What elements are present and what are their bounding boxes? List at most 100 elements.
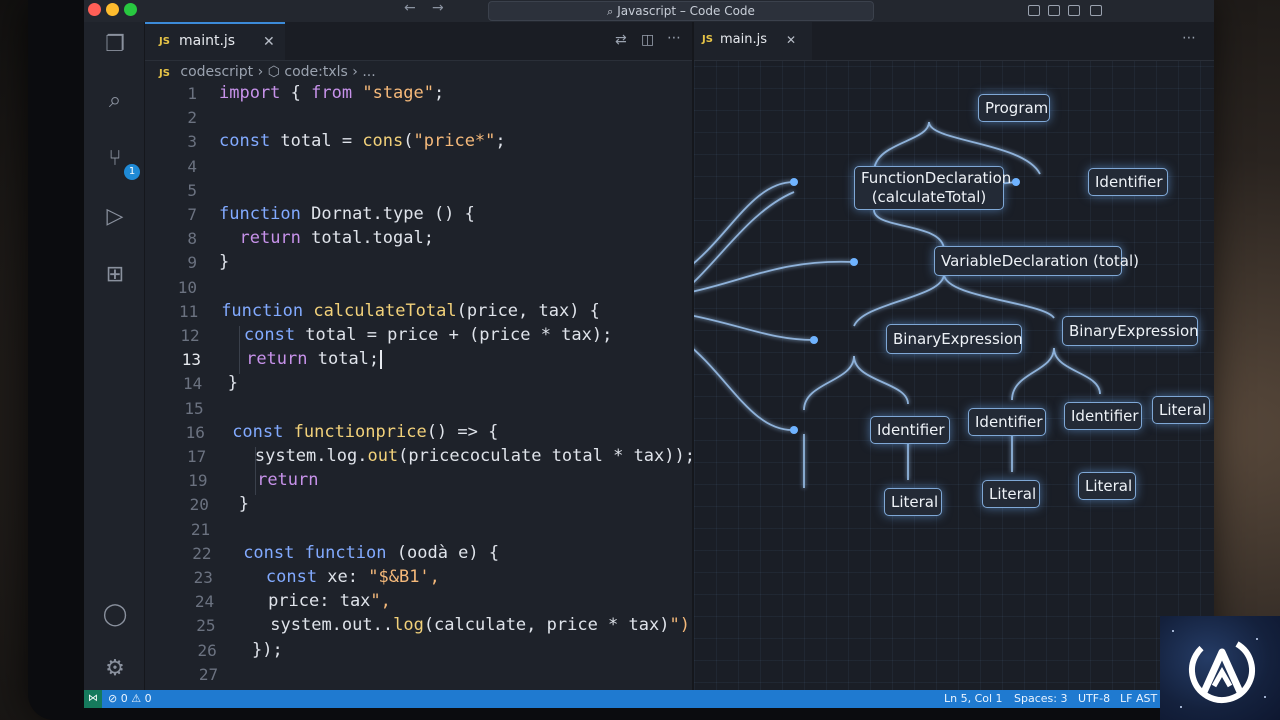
line-number: 10 (177, 277, 197, 297)
eol-language-mode[interactable]: LF AST (1120, 692, 1158, 705)
ast-node-identifier[interactable]: Identifier (870, 416, 950, 444)
code-line[interactable]: } (219, 252, 230, 273)
maximize-window-button[interactable] (124, 3, 137, 16)
more-actions-icon[interactable]: ⋯ (667, 30, 681, 46)
js-file-icon: JS (702, 34, 713, 45)
forward-arrow-icon[interactable]: → (432, 0, 444, 16)
code-line[interactable]: return (257, 470, 319, 491)
breadcrumb-item[interactable]: codescript (180, 64, 254, 80)
node-label: Literal (1159, 401, 1207, 419)
command-center[interactable]: ⌕Javascript – Code Code (488, 1, 874, 21)
node-label: BinaryExpression (893, 330, 1023, 348)
back-arrow-icon[interactable]: ← (404, 0, 416, 16)
status-bar: ⋈ ⊘ 0 ⚠ 0 Ln 5, Col 1 Spaces: 3 UTF-8 LF… (84, 690, 1214, 708)
breadcrumb-separator: › (352, 64, 358, 80)
close-tab-icon[interactable]: ✕ (786, 33, 797, 47)
line-number: 24 (194, 592, 215, 612)
ast-connector-lines (694, 121, 1101, 488)
more-actions-icon[interactable]: ⋯ (1182, 30, 1196, 46)
node-label: VariableDeclaration (total) (941, 252, 1139, 270)
code-line[interactable]: }); (252, 639, 283, 660)
ast-node-identifier[interactable]: Identifier (1088, 168, 1168, 196)
code-line[interactable]: } (238, 494, 250, 515)
tab-label: main.js (720, 32, 767, 47)
toggle-sidebar-icon[interactable] (1028, 5, 1040, 16)
minimize-window-button[interactable] (106, 3, 119, 16)
toggle-secondary-sidebar-icon[interactable] (1068, 5, 1080, 16)
code-line[interactable]: return total; (226, 349, 383, 369)
tab-maint-js[interactable]: JS maint.js ✕ (145, 22, 285, 60)
indentation-setting[interactable]: Spaces: 3 (1014, 692, 1068, 705)
code-line[interactable]: const functionprice() => { (232, 421, 499, 442)
js-file-icon: JS (159, 36, 170, 47)
editor-tab-bar: JS maint.js ✕ ⇄ ◫ ⋯ (145, 22, 693, 61)
ast-node-literal[interactable]: Literal (1152, 396, 1210, 424)
line-number: 19 (188, 471, 208, 491)
split-editor-icon[interactable]: ◫ (641, 32, 655, 48)
explorer-icon[interactable]: ❐ (105, 32, 125, 57)
code-line[interactable]: const xe: "$&B1', (265, 567, 440, 587)
close-window-button[interactable] (88, 3, 101, 16)
line-number: 12 (180, 326, 200, 345)
settings-gear-icon[interactable]: ⚙ (105, 656, 125, 681)
code-line[interactable]: return total.togal; (239, 228, 434, 249)
logo-mark-icon (1189, 637, 1255, 703)
line-number: 27 (198, 664, 219, 684)
ast-node-literal[interactable]: Literal (982, 480, 1040, 508)
line-number: 13 (181, 350, 201, 370)
code-line[interactable]: const total = cons("price*"; (219, 131, 506, 152)
code-line[interactable]: price: tax", (247, 591, 391, 612)
code-line[interactable]: function Dornat.type () { (219, 204, 475, 224)
extensions-icon[interactable]: ⊞ (105, 262, 125, 287)
ast-node-binary-expression-left[interactable]: BinaryExpression (886, 324, 1023, 354)
ast-node-identifier[interactable]: Identifier (968, 408, 1046, 436)
node-label: (calculateTotal) (871, 187, 987, 206)
source-control-icon[interactable]: ⑂ (108, 146, 122, 171)
cursor-position[interactable]: Ln 5, Col 1 (944, 692, 1003, 705)
app-window: ← → ⌕Javascript – Code Code ❐ ⌕ ⑂ 1 ▷ ⊞ … (84, 0, 1214, 708)
line-number: 2 (187, 108, 197, 128)
editor-split-divider[interactable] (692, 22, 694, 690)
problems-indicator[interactable]: ⊘ 0 ⚠ 0 (108, 692, 152, 705)
search-icon[interactable]: ⌕ (108, 88, 122, 113)
remote-indicator-icon[interactable]: ⋈ (84, 690, 102, 708)
ast-node-literal[interactable]: Literal (884, 488, 942, 516)
code-line[interactable]: } (227, 373, 239, 394)
code-line[interactable]: import { from "stage"; (219, 83, 445, 103)
code-line[interactable]: system.log.out(pricecoculate total * tax… (234, 446, 695, 466)
line-number: 26 (197, 640, 217, 660)
ast-node-program[interactable]: Program (978, 94, 1050, 122)
ast-node-binary-expression-right[interactable]: BinaryExpression (1062, 316, 1199, 346)
encoding-setting[interactable]: UTF-8 (1078, 692, 1111, 705)
indent-guide (255, 447, 256, 496)
node-label: Literal (1085, 477, 1133, 495)
ast-node-identifier[interactable]: Identifier (1064, 402, 1142, 430)
run-debug-icon[interactable]: ▷ (106, 204, 124, 229)
node-label: Identifier (975, 413, 1043, 431)
window-title: Javascript – Code Code (617, 4, 755, 18)
editor-tab-bar-right: JS main.js ✕ ⋯ (694, 22, 1214, 61)
code-line[interactable]: const function (oodà e) { (243, 542, 500, 563)
brand-logo (1160, 616, 1280, 720)
line-number: 11 (179, 301, 199, 321)
ast-node-variable-declaration[interactable]: VariableDeclaration (total) (934, 246, 1139, 276)
breadcrumb-item[interactable]: ... (362, 64, 376, 80)
close-tab-icon[interactable]: ✕ (263, 34, 275, 50)
node-label: Program (985, 99, 1049, 117)
breadcrumb-item[interactable]: code:txls (284, 64, 348, 80)
open-changes-icon[interactable]: ⇄ (615, 32, 627, 48)
account-icon[interactable]: ◯ (102, 602, 128, 627)
toggle-panel-icon[interactable] (1048, 5, 1060, 16)
text-cursor (380, 349, 383, 369)
code-line[interactable]: const total = price + (price * tax); (243, 325, 613, 345)
ast-node-function-declaration[interactable]: FunctionDeclaration (calculateTotal) (854, 166, 1011, 210)
node-label: BinaryExpression (1069, 322, 1199, 340)
customize-layout-icon[interactable] (1090, 5, 1102, 16)
breadcrumb-separator: › (257, 64, 264, 80)
tab-main-js[interactable]: JS main.js ✕ (694, 22, 812, 60)
code-line[interactable]: function calculateTotal(price, tax) { (221, 300, 600, 321)
code-line[interactable]: system.out..log(calculate, price * tax)"… (249, 615, 701, 636)
ast-node-literal[interactable]: Literal (1078, 472, 1136, 500)
js-file-icon: JS (159, 68, 170, 79)
